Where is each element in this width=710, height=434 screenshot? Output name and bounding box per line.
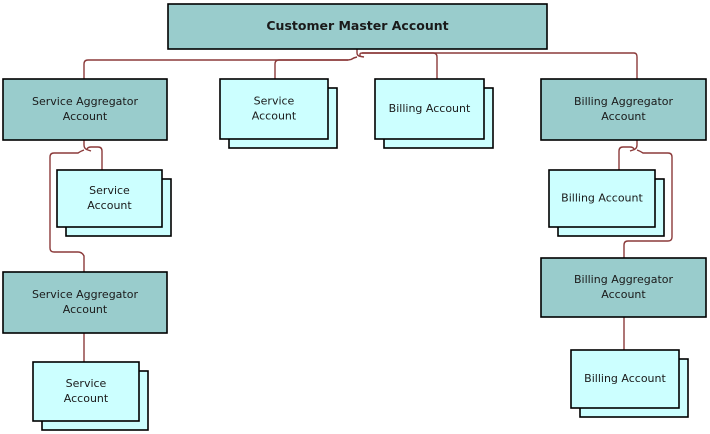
node-billing-account-2[interactable]: Billing Account <box>548 169 665 237</box>
node-label-line: Billing Account <box>389 102 471 115</box>
edge-master-to-service-account-1 <box>274 59 348 79</box>
node-label-line: Account <box>87 199 132 212</box>
node-rect[interactable] <box>2 78 168 141</box>
edge-master-to-billing-aggregator-1 <box>359 52 638 79</box>
node-billing-account-1[interactable]: Billing Account <box>374 78 494 149</box>
node-label-line: Account <box>252 110 297 123</box>
node-customer-master-account[interactable]: Customer Master Account <box>167 3 548 50</box>
node-rect[interactable] <box>32 361 140 422</box>
edge-master-to-billing-account-1 <box>362 52 438 79</box>
edge-service-aggregator-1-to-service-aggregator-2 <box>49 149 85 272</box>
node-billing-account-3[interactable]: Billing Account <box>570 349 689 418</box>
node-rect[interactable] <box>167 3 548 50</box>
node-label-line: Service Aggregator <box>32 95 138 108</box>
node-rect[interactable] <box>540 78 707 141</box>
node-label-line: Customer Master Account <box>266 18 448 33</box>
node-rect[interactable] <box>56 169 163 228</box>
node-label-line: Billing Aggregator <box>574 95 674 108</box>
node-label-line: Service <box>89 184 130 197</box>
edge-service-aggregator-1-to-service-account-2 <box>86 146 103 170</box>
edge-billing-aggregator-1-to-billing-account-2 <box>618 146 635 170</box>
node-label-line: Service <box>66 377 107 390</box>
edge-service-aggregator-1-down <box>83 140 92 152</box>
node-rect[interactable] <box>219 78 329 140</box>
node-label-line: Account <box>601 110 646 123</box>
node-label-line: Service Aggregator <box>32 288 138 301</box>
node-label-line: Billing Aggregator <box>574 273 674 286</box>
node-label-line: Account <box>601 288 646 301</box>
node-label-line: Account <box>64 392 109 405</box>
node-label-line: Service <box>254 95 295 108</box>
node-label-line: Billing Account <box>561 192 643 205</box>
node-rect[interactable] <box>540 257 707 318</box>
node-rect[interactable] <box>2 271 168 334</box>
connector-layer <box>49 49 673 362</box>
node-label-line: Account <box>63 110 108 123</box>
node-rect[interactable] <box>548 169 656 228</box>
node-label-line: Account <box>63 303 108 316</box>
edge-billing-aggregator-1-to-billing-aggregator-2 <box>623 149 673 258</box>
edge-master-trunk <box>356 49 365 58</box>
node-rect[interactable] <box>374 78 485 140</box>
node-rect[interactable] <box>570 349 680 409</box>
edge-billing-aggregator-1-down <box>629 140 638 152</box>
edge-master-to-service-aggregator-1 <box>83 56 358 79</box>
node-label-line: Billing Account <box>584 372 666 385</box>
